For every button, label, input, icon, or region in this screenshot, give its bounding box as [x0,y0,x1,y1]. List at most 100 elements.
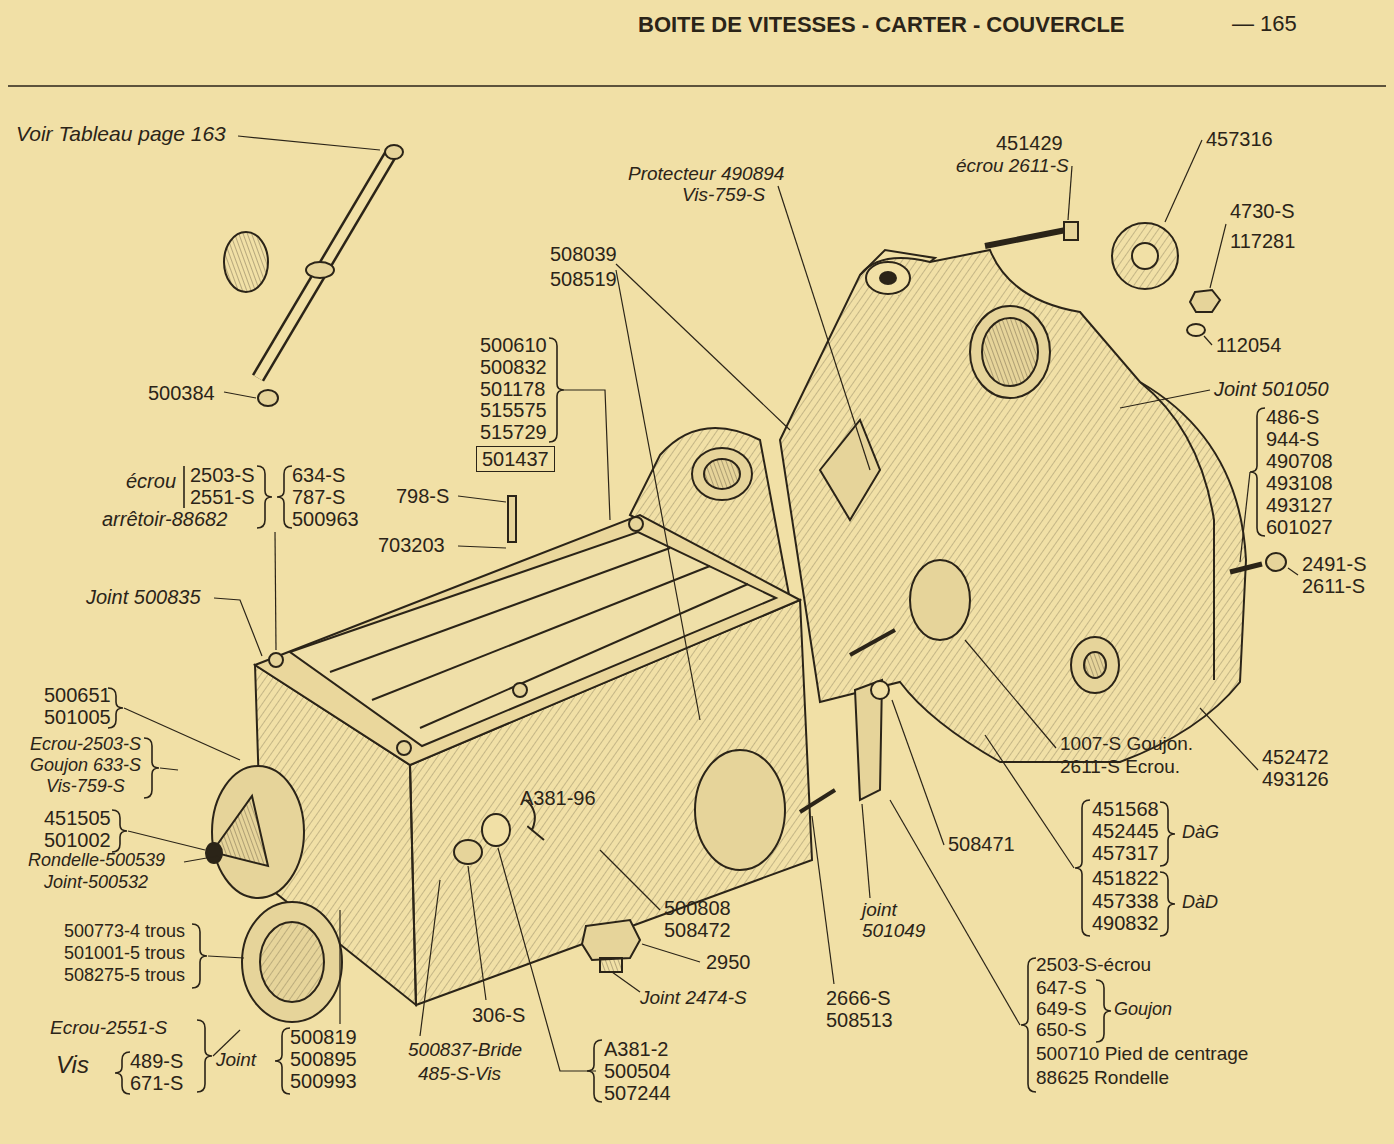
callout-label: 515729 [480,421,547,443]
drawing-stroke [778,186,870,470]
callout-label: 647-S [1036,978,1087,999]
callout-label: 515575 [480,399,547,421]
drawing-stroke [704,459,740,489]
callout-label: 493127 [1266,494,1333,516]
drawing-stroke [458,496,506,502]
drawing-stroke [890,800,1020,1025]
drawing-stroke [144,738,159,798]
drawing-stroke [612,972,640,992]
callout-label: 451505 [44,807,111,829]
callout-label: Joint [216,1050,256,1071]
callout-label: Vis-759-S [682,185,765,206]
callout-label: Ecrou-2551-S [50,1018,167,1039]
drawing-stroke [197,1020,212,1092]
drawing-stroke [1288,568,1298,575]
drawing-stroke [692,448,752,500]
drawing-stroke [128,831,205,850]
callout-label: 501001-5 trous [64,944,185,964]
callout-label: 634-S [292,464,345,486]
callout-label: 493126 [1262,768,1329,790]
callout-label: A381-2 [604,1038,669,1060]
callout-label: 2611-S Ecrou. [1060,757,1180,778]
drawing-stroke [1084,652,1106,678]
drawing-stroke [800,790,835,812]
drawing-stroke [372,566,710,700]
drawing-stroke [820,420,880,520]
drawing-stroke [257,466,272,528]
drawing-stroke [420,880,440,1036]
callout-label: 798-S [396,485,449,507]
drawing-stroke [275,1028,290,1094]
drawing-stroke [238,136,380,150]
part-number: 501437 [482,448,549,470]
callout-label: 508275-5 trous [64,966,185,986]
callout-label: Joint 500835 [86,586,201,608]
callout-label: 944-S [1266,428,1319,450]
callout-label: 508519 [550,268,617,290]
drawing-stroke [258,152,392,378]
drawing-stroke [508,496,516,542]
drawing-stroke [965,640,1056,748]
callout-label: arrêtoir-88682 [102,508,227,530]
callout-label: 452445 [1092,820,1159,842]
drawing-stroke [339,910,340,1024]
drawing-stroke [880,272,896,284]
drawing-stroke [1165,140,1202,222]
drawing-stroke [206,145,1286,1022]
callout-label: 493108 [1266,472,1333,494]
callout-label: 500651 [44,684,111,706]
drawing-stroke [397,741,411,755]
callout-label: 457316 [1206,128,1273,150]
callout-label: 2666-S [826,987,891,1009]
callout-label: 451429 [996,132,1063,154]
drawing-stroke [277,466,292,528]
callout-label: 306-S [472,1004,525,1026]
drawing-stroke [1160,802,1175,866]
callout-label: 2491-S [1302,553,1367,575]
drawing-stroke [549,338,564,442]
callout-label: 489-S [130,1050,183,1072]
drawing-stroke [183,466,185,508]
drawing-stroke [812,816,834,984]
drawing-stroke [192,924,207,988]
callout-label: 500963 [292,508,359,530]
drawing-stroke [124,708,240,760]
callout-label: Ecrou-2503-S [30,735,141,755]
drawing-stroke [468,866,486,1000]
callout-label: Goujon [1114,1000,1172,1020]
drawing-stroke [780,250,1246,762]
callout-label: 2611-S [1302,575,1365,597]
callout-label: Rondelle-500539 [28,851,165,871]
drawing-stroke [1096,980,1111,1042]
callout-label: A381-96 [520,787,596,809]
callout-label: 508513 [826,1009,893,1031]
callout-label: Joint 2474-S [640,988,747,1009]
drawing-stroke [1250,408,1265,536]
callout-label: 500610 [480,334,547,356]
drawing-stroke [258,390,278,406]
drawing-stroke [985,230,1066,246]
callout-label: 500808 [664,897,731,919]
drawing-stroke [910,560,970,640]
drawing-stroke [275,532,276,650]
drawing-stroke [1021,958,1036,1092]
drawing-stroke [1230,564,1262,572]
drawing-stroke [582,920,640,960]
drawing-stroke [1210,224,1226,288]
callout-label: 485-S-Vis [418,1064,501,1085]
callout-label: 601027 [1266,516,1333,538]
callout-label: 452472 [1262,746,1329,768]
callout-label: écrou 2611-S [956,156,1069,177]
drawing-stroke [260,922,324,1002]
callout-label: 500832 [480,356,547,378]
callout-label: 507244 [604,1082,671,1104]
callout-label: 4730-S [1230,200,1295,222]
callout-label: — 165 [1232,12,1297,36]
drawing-stroke [1132,243,1158,269]
drawing-stroke [866,262,910,294]
callout-label: Joint 501050 [1214,378,1329,400]
drawing-stroke [1160,872,1175,936]
drawing-stroke [269,653,283,667]
drawing-stroke [1064,222,1078,240]
